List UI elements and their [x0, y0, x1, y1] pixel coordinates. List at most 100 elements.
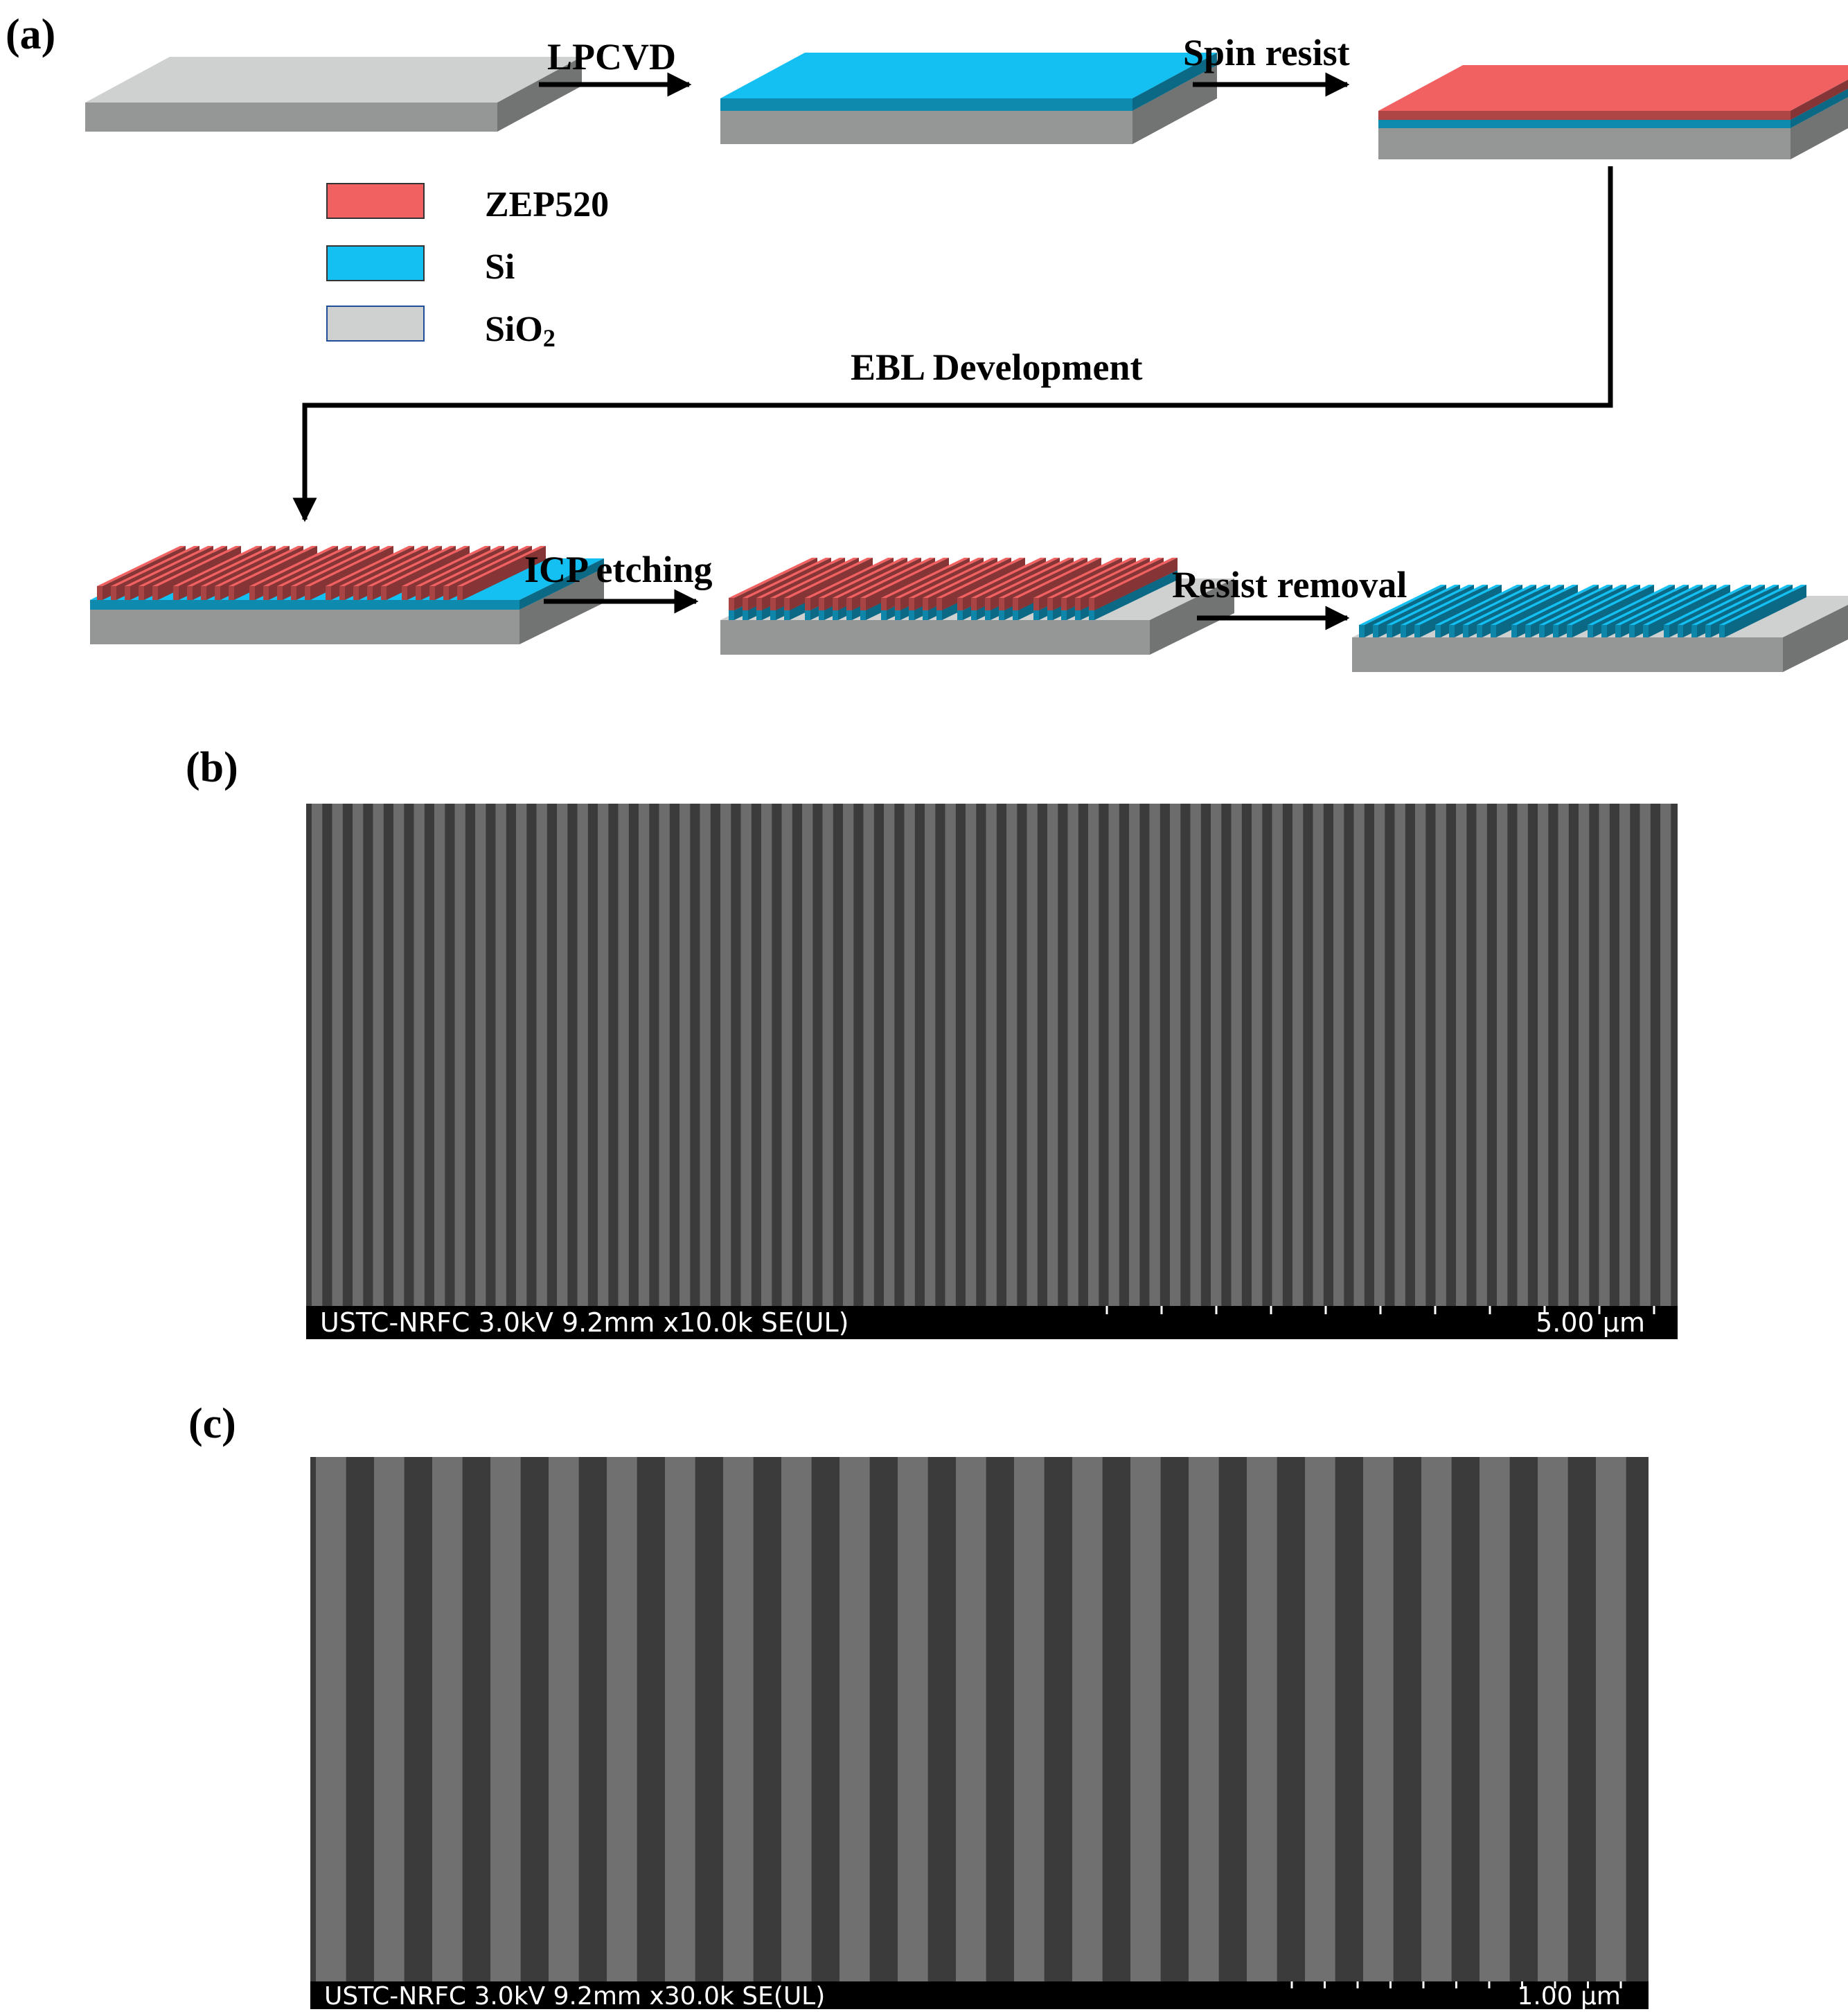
sem-b-grating-line [393, 804, 405, 1306]
sem-b-grating-line [557, 804, 568, 1306]
panel-label-a: (a) [6, 11, 55, 58]
etch-resist-fin-front [819, 598, 824, 610]
etch-resist-fin-top [999, 558, 1087, 598]
dev-resist-fin-front [353, 586, 359, 600]
sem-c-grating-line [549, 1457, 579, 1981]
sem-b-grating-line [1333, 804, 1344, 1306]
sem-b-grating-line [1538, 804, 1549, 1306]
slab-resist-coated [1378, 65, 1848, 159]
substrate-side [497, 57, 582, 132]
legend-label-sio2: SiO2 [485, 310, 556, 352]
sem-b-grating-line [475, 804, 486, 1306]
sem-b-scale-ticks [1105, 1306, 1655, 1314]
sem-b-grating-line [925, 804, 936, 1306]
etch-resist-fin-top [805, 558, 894, 598]
etch-resist-fin-front [729, 598, 734, 610]
etch-si-fin-front [1089, 610, 1094, 620]
final-si-fin-front [1401, 625, 1406, 637]
slab-icp-etched [720, 558, 1234, 655]
slab-silicon-gratings [1352, 585, 1848, 672]
final-si-fin-front [1588, 625, 1593, 637]
sem-b-grating-line [454, 804, 465, 1306]
substrate-top [85, 57, 582, 103]
sem-c-scale-ticks [1290, 1981, 1622, 1988]
resist-layer-front [1378, 111, 1791, 120]
final-si-fin-front [1525, 625, 1531, 637]
dev-resist-fin-top [139, 546, 227, 586]
final-si-fin-top [1463, 585, 1550, 625]
etch-si-fin-front [1075, 610, 1081, 620]
sem-b-grating-line [1313, 804, 1324, 1306]
sem-b-grating-line [986, 804, 997, 1306]
etch-resist-fin-side [1094, 558, 1178, 610]
sem-c-grating-line [723, 1457, 754, 1981]
etch-resist-fin-front [923, 598, 928, 610]
sem-b-grating-line [1027, 804, 1038, 1306]
etch-resist-fin-top [1075, 558, 1164, 598]
etch-resist-fin-top [1033, 558, 1122, 598]
final-si-fin-top [1414, 585, 1502, 625]
final-si-fin-front [1477, 625, 1482, 637]
sem-b-grating-line [1108, 804, 1119, 1306]
legend-swatch-zep520 [326, 183, 425, 219]
sem-b-info-bar [306, 1306, 1678, 1339]
step-label-resist-removal: Resist removal [1172, 564, 1407, 606]
sem-b-grating-line [679, 804, 691, 1306]
final-si-fin-front [1719, 625, 1725, 637]
sem-b-grating-line [1252, 804, 1263, 1306]
dev-resist-fin-front [111, 586, 116, 600]
final-si-fin-front [1705, 625, 1711, 637]
etch-substrate-front [720, 620, 1150, 655]
sem-c-info-bar [310, 1981, 1649, 2009]
sem-b-grating-line [414, 804, 425, 1306]
sem-b-grating-line [1415, 804, 1426, 1306]
etch-si-fin-front [999, 610, 1004, 620]
resist-substrate-side [1791, 97, 1848, 159]
dev-resist-fin-front [277, 586, 283, 600]
dev-resist-fin-top [201, 546, 290, 586]
dev-resist-fin-top [277, 546, 366, 586]
etch-si-fin-front [923, 610, 928, 620]
sem-c-grating-line [1421, 1457, 1452, 1981]
dev-resist-fin-top [249, 546, 338, 586]
dev-resist-fin-front [416, 586, 421, 600]
sem-b-grating-line [1006, 804, 1018, 1306]
etch-resist-fin-top [819, 558, 907, 598]
sem-b-grating-line [966, 804, 977, 1306]
sem-b-grating-line [904, 804, 915, 1306]
final-si-fin-front [1359, 625, 1365, 637]
final-si-fin-top [1435, 585, 1522, 625]
sem-b-grating-line [945, 804, 956, 1306]
etch-resist-fin-front [936, 598, 942, 610]
dev-resist-fin-front [457, 586, 463, 600]
final-si-fin-front [1511, 625, 1517, 637]
sem-b-grating-line [659, 804, 670, 1306]
dev-resist-fin-top [173, 546, 262, 586]
sem-b-grating-line [1129, 804, 1140, 1306]
si-layer-front [720, 98, 1132, 111]
dev-resist-fin-front [215, 586, 220, 600]
etch-resist-fin-front [846, 598, 852, 610]
final-si-fin-front [1449, 625, 1455, 637]
etch-resist-fin-front [895, 598, 900, 610]
etch-resist-fin-front [985, 598, 990, 610]
sem-c-grating-line [839, 1457, 870, 1981]
final-si-fin-top [1477, 585, 1564, 625]
sem-c-info-text: USTC-NRFC 3.0kV 9.2mm x30.0k SE(UL) [324, 1982, 825, 2011]
sem-b-grating-line [1272, 804, 1283, 1306]
etch-resist-fin-front [1013, 598, 1018, 610]
dev-resist-fin-front [97, 586, 103, 600]
dev-resist-fin-front [139, 586, 144, 600]
final-si-fin-front [1629, 625, 1635, 637]
dev-resist-fin-top [381, 546, 470, 586]
etch-si-fin-front [895, 610, 900, 620]
etch-resist-fin-top [957, 558, 1046, 598]
sem-c-grating-line [1072, 1457, 1103, 1981]
sem-b-grating-line [1435, 804, 1446, 1306]
final-si-fin-front [1567, 625, 1572, 637]
etch-resist-fin-front [1033, 598, 1039, 610]
final-si-fin-side [1725, 585, 1806, 637]
dev-resist-fin-top [263, 546, 352, 586]
sem-b-grating-line [1149, 804, 1160, 1306]
sem-b-grating-line [1231, 804, 1242, 1306]
